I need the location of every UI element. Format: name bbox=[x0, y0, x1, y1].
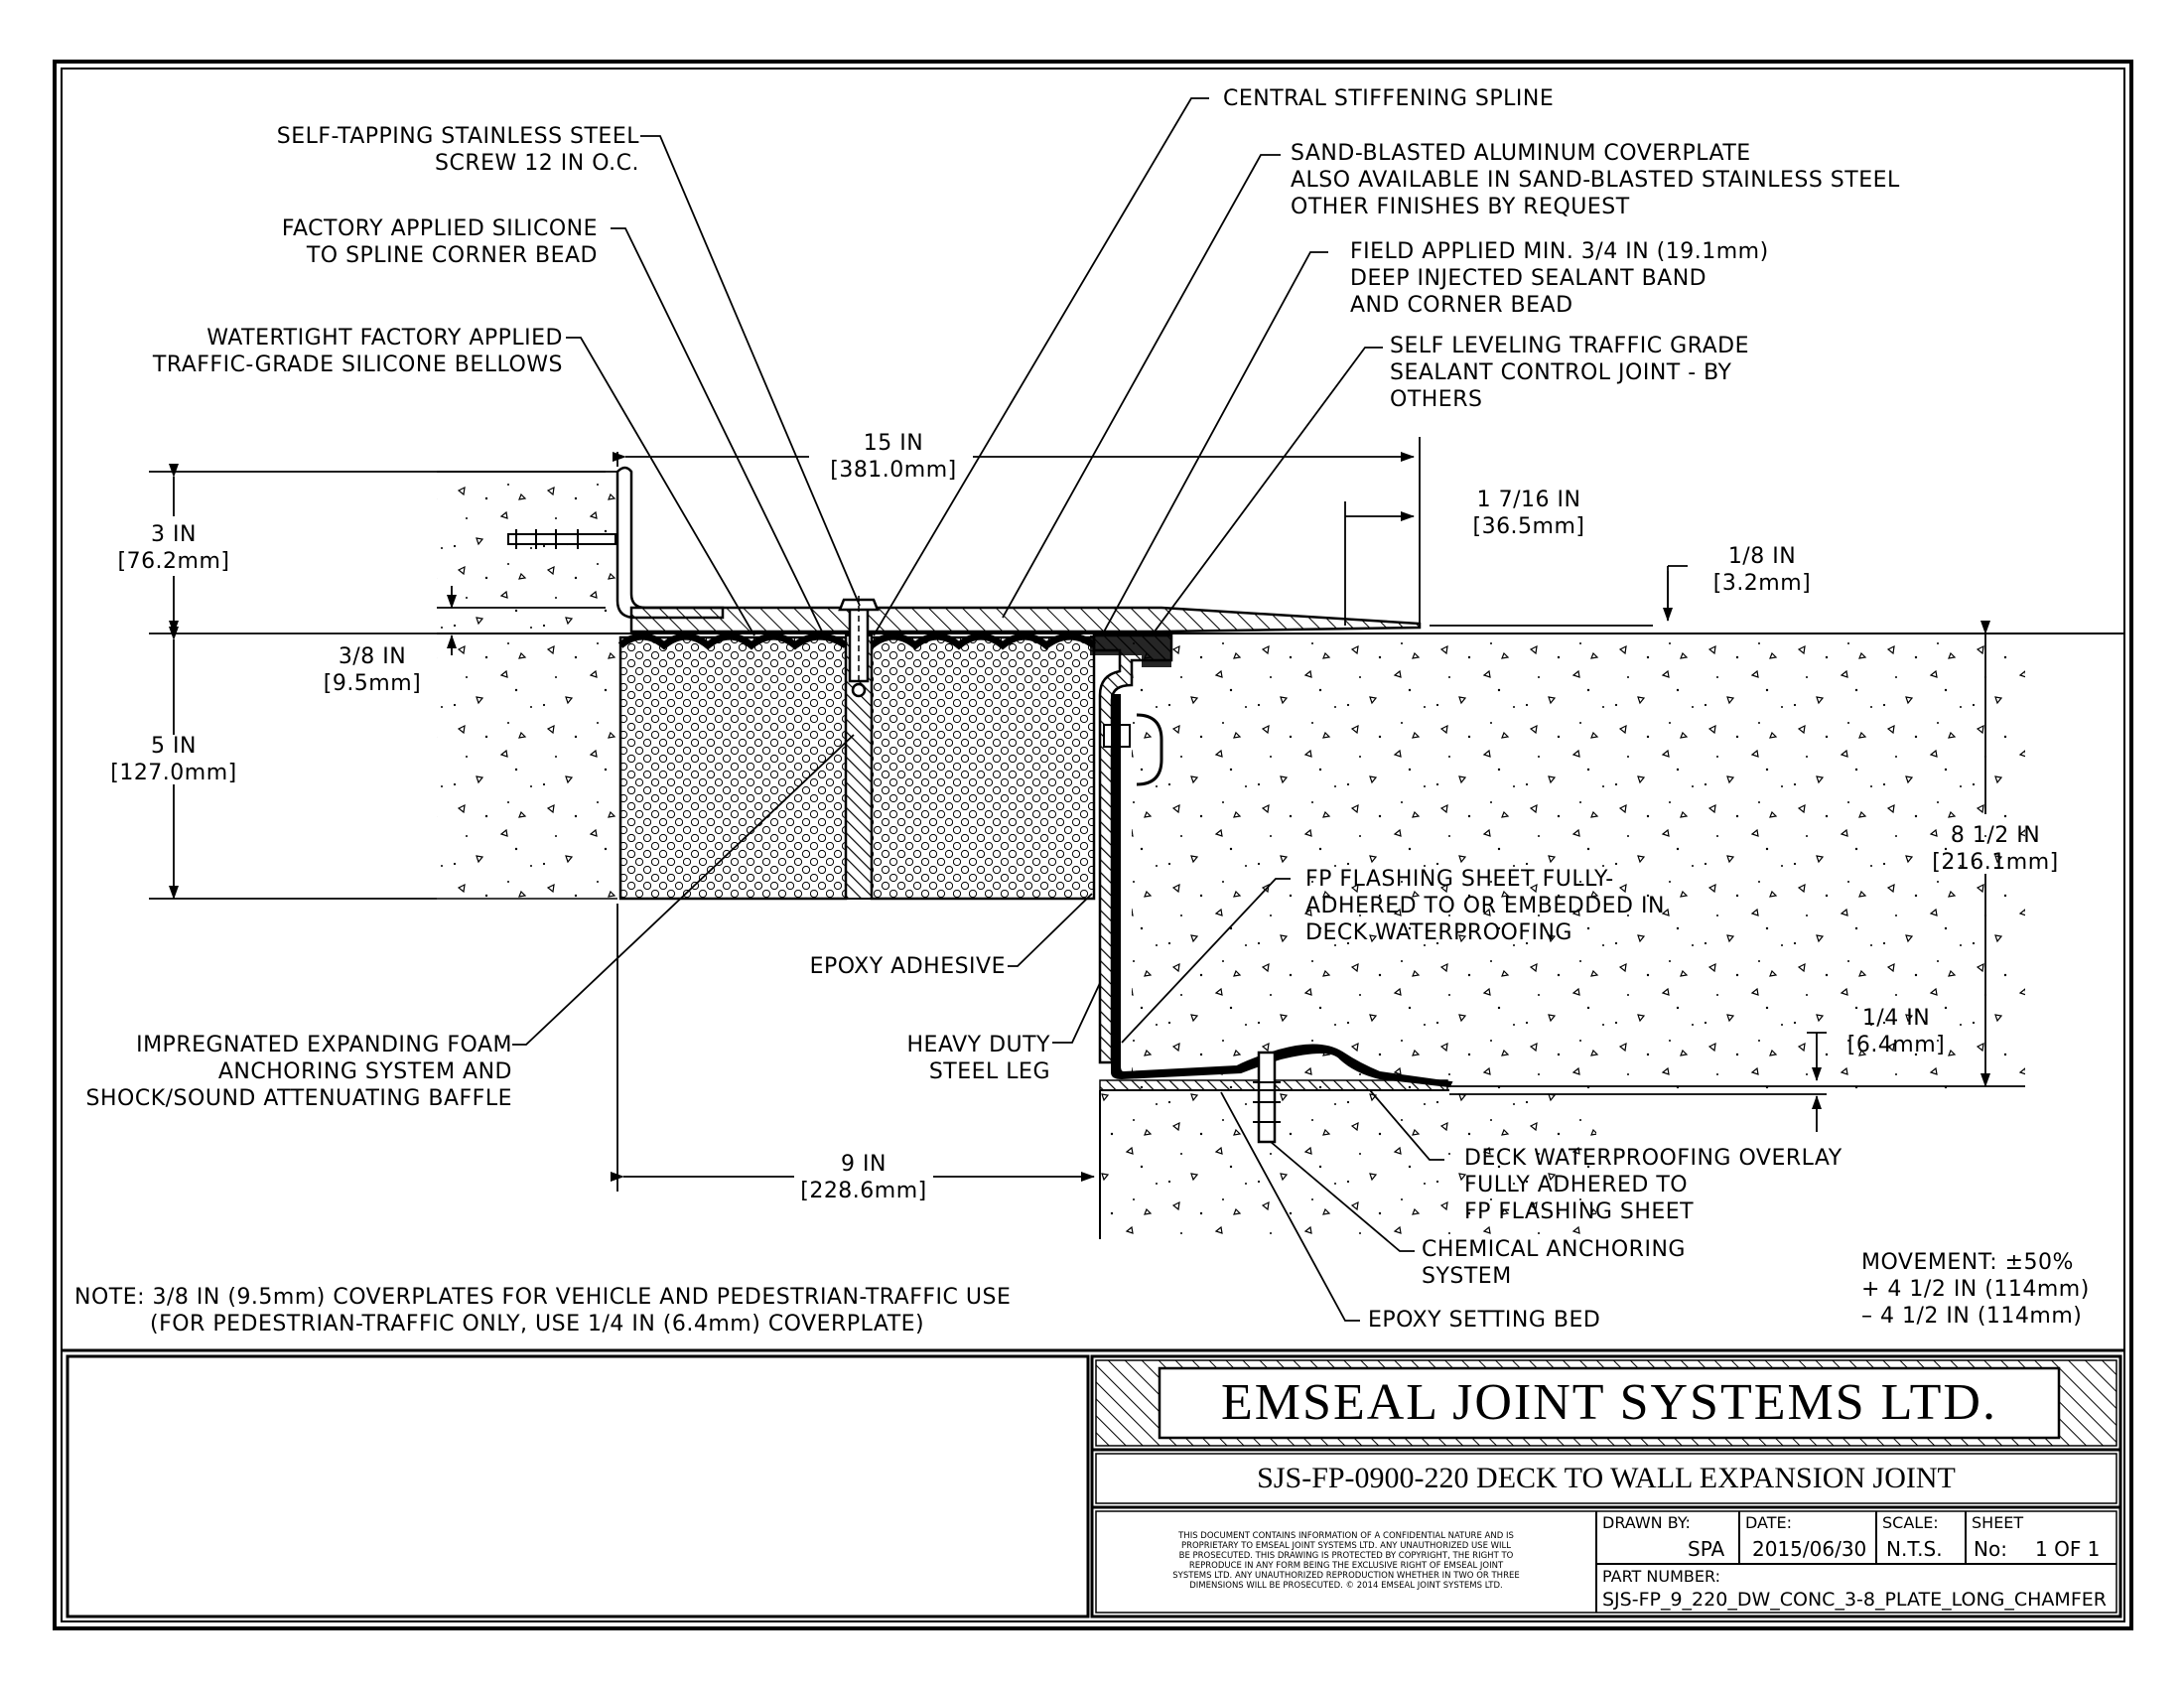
dim-1-8-in: 1/8 IN[3.2mm] bbox=[1712, 544, 1812, 596]
date-label: DATE: bbox=[1745, 1513, 1793, 1532]
label-epoxy-adhesive: EPOXY ADHESIVE bbox=[809, 954, 1006, 979]
confidentiality-notice: THIS DOCUMENT CONTAINS INFORMATION OF A … bbox=[1172, 1531, 1520, 1591]
sheet-no-value: 1 OF 1 bbox=[2035, 1537, 2101, 1561]
sheet-label: SHEET bbox=[1972, 1513, 2024, 1532]
chemical-anchor bbox=[1253, 1051, 1281, 1144]
title-block-frame bbox=[62, 1348, 2124, 1618]
inner-border bbox=[61, 68, 2125, 1622]
drawn-by-label: DRAWN BY: bbox=[1602, 1513, 1691, 1532]
corner-sealant-bead bbox=[1090, 635, 1171, 667]
leader-lines bbox=[512, 97, 1444, 1322]
part-number-value: SJS-FP_9_220_DW_CONC_3-8_PLATE_LONG_CHAM… bbox=[1602, 1589, 2107, 1611]
dim-8-1-2-in: 8 1/2 IN[216.1mm] bbox=[1932, 823, 2059, 875]
drawing-title: SJS-FP-0900-220 DECK TO WALL EXPANSION J… bbox=[1257, 1462, 1956, 1494]
outer-border bbox=[53, 60, 2133, 1630]
central-spline bbox=[838, 596, 880, 900]
drawn-by-value: SPA bbox=[1688, 1537, 1725, 1561]
movement-note: MOVEMENT: ±50%+ 4 1/2 IN (114mm)– 4 1/2 … bbox=[1861, 1250, 2090, 1329]
label-flashing: FP FLASHING SHEET FULLY-ADHERED TO OR EM… bbox=[1305, 867, 1665, 945]
sheet-no-label: No: bbox=[1974, 1537, 2007, 1561]
dim-9-in: 9 IN[228.6mm] bbox=[800, 1152, 927, 1203]
label-sealant-band: FIELD APPLIED MIN. 3/4 IN (19.1mm)DEEP I… bbox=[1350, 239, 1769, 318]
coverplate-note: NOTE: 3/8 IN (9.5mm) COVERPLATES FOR VEH… bbox=[74, 1285, 1012, 1336]
scale-value: N.T.S. bbox=[1886, 1537, 1943, 1561]
left-steel-angle bbox=[615, 466, 725, 620]
company-name: EMSEAL JOINT SYSTEMS LTD. bbox=[1221, 1374, 1997, 1431]
foam-block-left bbox=[618, 635, 848, 901]
fp-flashing-sheet bbox=[1111, 694, 1453, 1088]
dim-3-in: 3 IN[76.2mm] bbox=[117, 522, 230, 574]
dimension-lines bbox=[149, 437, 2025, 1192]
label-spline: CENTRAL STIFFENING SPLINE bbox=[1223, 86, 1555, 111]
dim-5-in: 5 IN[127.0mm] bbox=[110, 734, 237, 785]
right-concrete-wall bbox=[1100, 633, 2025, 1239]
dim-15-in: 15 IN[381.0mm] bbox=[830, 431, 957, 483]
coverplate bbox=[629, 606, 1422, 633]
scale-label: SCALE: bbox=[1882, 1513, 1939, 1532]
silicone-bellows-right bbox=[869, 633, 1097, 650]
wall-anchor bbox=[507, 529, 616, 549]
part-number-label: PART NUMBER: bbox=[1602, 1567, 1720, 1586]
dim-1-4-in: 1/4 IN[6.4mm] bbox=[1846, 1006, 1946, 1057]
dim-1-7-16-in: 1 7/16 IN[36.5mm] bbox=[1472, 488, 1585, 539]
silicone-bellows-left bbox=[617, 633, 848, 650]
date-value: 2015/06/30 bbox=[1752, 1537, 1867, 1561]
foam-block-right bbox=[870, 635, 1096, 901]
label-setting-bed: EPOXY SETTING BED bbox=[1368, 1308, 1601, 1333]
dim-3-8-in: 3/8 IN[9.5mm] bbox=[323, 644, 422, 696]
